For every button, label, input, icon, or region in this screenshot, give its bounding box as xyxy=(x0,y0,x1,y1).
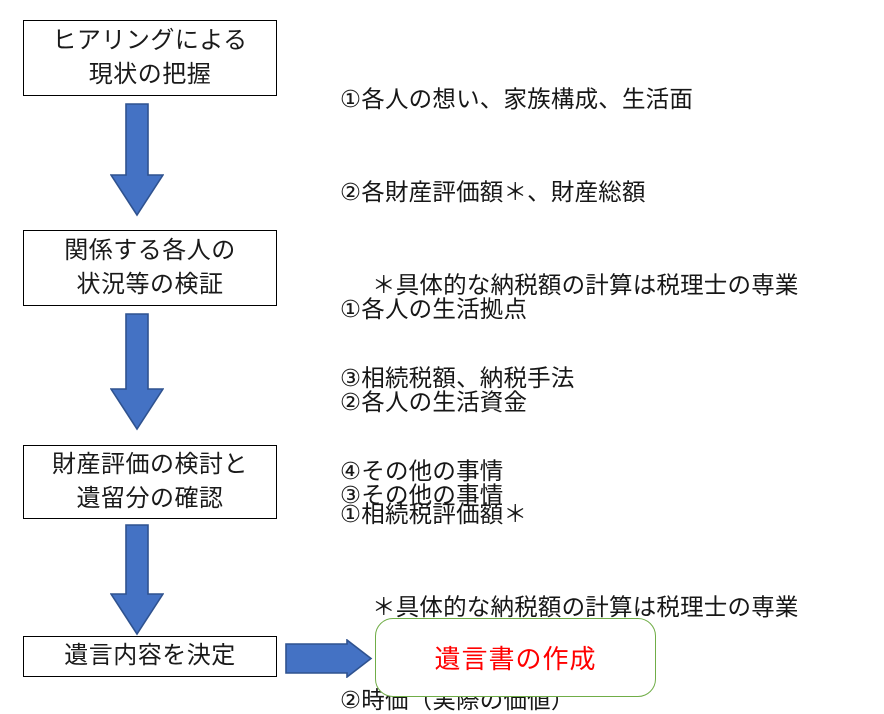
process-box-step-4-line-1: 遺言内容を決定 xyxy=(64,642,236,670)
process-box-step-3[interactable]: 財産評価の検討と 遺留分の確認 xyxy=(23,445,277,519)
process-box-step-2-line-2: 状況等の検証 xyxy=(76,271,224,298)
process-box-step-2[interactable]: 関係する各人の 状況等の検証 xyxy=(23,230,277,306)
note-line-sub: ＊具体的な納税額の計算は税理士の専業 xyxy=(372,594,799,620)
note-line: ④その他の事情 xyxy=(340,458,504,484)
right-arrow-step-4-to-result xyxy=(285,639,373,678)
note-line: ③その他の事情 xyxy=(340,482,504,508)
process-box-step-1-line-1: ヒアリングによる xyxy=(52,26,248,54)
process-box-step-1-line-2: 現状の把握 xyxy=(88,61,212,88)
note-line: ①各人の生活拠点 xyxy=(340,296,528,322)
note-line: ②各人の生活資金 xyxy=(340,389,528,415)
note-line: ②各財産評価額＊、財産総額 xyxy=(340,179,646,205)
down-arrow-step-3-to-step-4 xyxy=(110,524,164,636)
note-line: ③相続税額、納税手法 xyxy=(340,365,575,391)
note-line-sub: ＊具体的な納税額の計算は税理士の専業 xyxy=(372,272,799,298)
result-box-will-creation[interactable]: 遺言書の作成 xyxy=(375,618,656,697)
down-arrow-step-1-to-step-2 xyxy=(110,103,164,217)
process-box-step-1[interactable]: ヒアリングによる 現状の把握 xyxy=(23,20,277,96)
process-box-step-3-line-1: 財産評価の検討と xyxy=(52,450,248,478)
notes-step-1: ①各人の想い、家族構成、生活面 ②各財産評価額＊、財産総額 ＊具体的な納税額の計… xyxy=(340,22,799,549)
result-box-label: 遺言書の作成 xyxy=(434,644,597,674)
process-box-step-3-line-2: 遺留分の確認 xyxy=(76,485,224,512)
notes-step-2: ①各人の生活拠点 ②各人の生活資金 ③その他の事情 xyxy=(340,232,527,573)
process-box-step-2-line-1: 関係する各人の xyxy=(64,236,236,264)
process-box-step-4[interactable]: 遺言内容を決定 xyxy=(23,636,277,677)
down-arrow-step-2-to-step-3 xyxy=(110,313,164,431)
note-line: ①相続税評価額＊ xyxy=(340,501,528,527)
note-line: ①各人の想い、家族構成、生活面 xyxy=(340,86,694,112)
